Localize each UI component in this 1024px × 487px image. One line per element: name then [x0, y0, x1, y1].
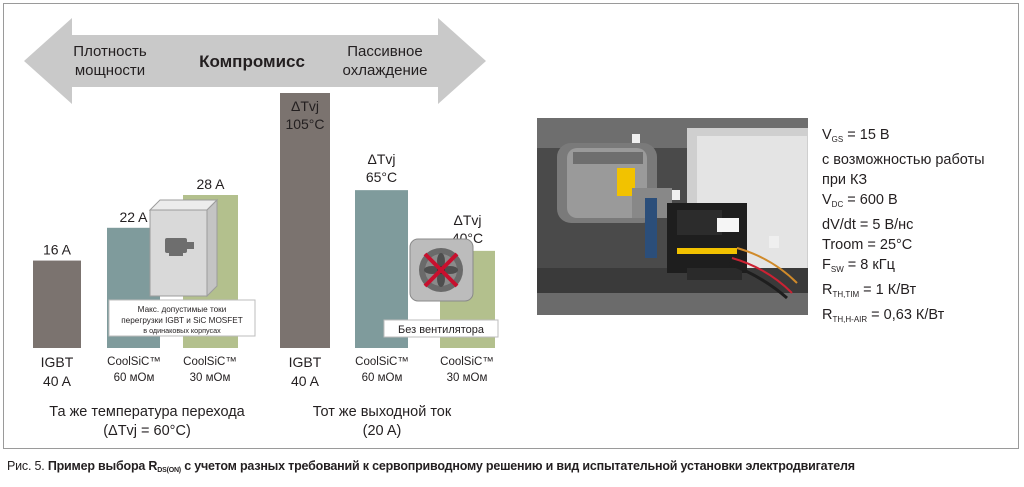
- caption-prefix: Рис. 5.: [7, 459, 48, 473]
- bar-g2-igbt-label-2: 105°C: [285, 116, 324, 132]
- param-vdc-value: = 600 В: [843, 192, 898, 208]
- motor-icon: [165, 238, 194, 256]
- arrow-right-label-1: Пассивное: [347, 43, 422, 60]
- g1-coolsic-30-name-1: CoolSiC™: [183, 356, 237, 368]
- bar-g1-coolsic-30-value: 28 A: [196, 176, 225, 192]
- group2-caption-2: (20 A): [363, 423, 402, 439]
- param-vgs: VGS = 15 В: [822, 125, 1012, 150]
- bar-g2-igbt-label-1: ΔTvj: [291, 98, 319, 114]
- param-vdc-symbol: V: [822, 192, 832, 208]
- g1-igbt-name-1: IGBT: [41, 354, 74, 370]
- bar-g1-igbt-value: 16 A: [43, 242, 72, 258]
- g1-igbt-name-2: 40 A: [43, 373, 72, 389]
- g2-coolsic-30-name-2: 30 мОм: [447, 372, 488, 384]
- param-fsw-sub: SW: [830, 265, 844, 274]
- param-vdc: VDC = 600 В: [822, 190, 1012, 215]
- param-troom: Troom = 25°C: [822, 237, 913, 253]
- param-rth-tim-sub: TH,TIM: [832, 290, 860, 299]
- param-fsw-value: = 8 кГц: [843, 257, 895, 273]
- param-sc-2: при КЗ: [822, 172, 868, 188]
- param-rth-air-symbol: R: [822, 307, 833, 323]
- bar-g2-coolsic-60-label-2: 65°C: [366, 169, 397, 185]
- fan-crossed-icon: [419, 248, 463, 292]
- group2-caption-1: Тот же выходной ток: [313, 404, 452, 420]
- figure-caption: Рис. 5. Пример выбора RDS(ON) с учетом р…: [7, 459, 1017, 474]
- caption-bold-1: Пример выбора R: [47, 459, 158, 473]
- bar-g2-igbt: [280, 93, 330, 348]
- g2-igbt-name-1: IGBT: [289, 354, 322, 370]
- caption-bold-2: с учетом разных требований к сервопривод…: [180, 459, 855, 473]
- g2-coolsic-30-name-1: CoolSiC™: [440, 356, 494, 368]
- callout-note-1: Макс. допустимые токи: [138, 305, 227, 314]
- param-rth-tim-symbol: R: [822, 282, 833, 298]
- g2-igbt-name-2: 40 A: [291, 373, 320, 389]
- motor-test-setup-photo: [537, 118, 808, 315]
- param-vgs-symbol: V: [822, 127, 832, 143]
- param-vgs-sub: GS: [831, 135, 844, 144]
- g1-coolsic-60-name-2: 60 мОм: [114, 372, 155, 384]
- callout-note-3: в одинаковых корпусах: [143, 326, 221, 335]
- g1-coolsic-30-name-2: 30 мОм: [190, 372, 231, 384]
- g1-coolsic-60-name-1: CoolSiC™: [107, 356, 161, 368]
- compromise-arrow: [24, 18, 486, 104]
- bar-g1-coolsic-60-value: 22 A: [119, 209, 148, 225]
- param-dvdt: dV/dt = 5 В/нс: [822, 217, 914, 233]
- module-callout: Макс. допустимые токи перегрузки IGBT и …: [108, 198, 256, 337]
- arrow-center-label: Компромисс: [199, 52, 305, 71]
- g2-coolsic-60-name-1: CoolSiC™: [355, 356, 409, 368]
- param-rth-air-value: = 0,63 К/Вт: [867, 307, 945, 323]
- bar-g1-igbt: [33, 260, 81, 348]
- param-sc-1: с возможностью работы: [822, 152, 985, 168]
- callout-note-2: перегрузки IGBT и SiC MOSFET: [121, 316, 242, 325]
- g2-coolsic-60-name-2: 60 мОм: [362, 372, 403, 384]
- param-rth-tim: RTH,TIM = 1 К/Вт: [822, 280, 1012, 305]
- param-fsw-symbol: F: [822, 257, 831, 273]
- caption-bold-sub: DS(ON): [157, 467, 181, 474]
- test-parameters: VGS = 15 В с возможностью работы при КЗ …: [822, 125, 1012, 330]
- bar-g2-coolsic-60-label-1: ΔTvj: [367, 151, 395, 167]
- photo-drawing: [537, 118, 808, 315]
- no-fan-label: Без вентилятора: [398, 324, 485, 336]
- param-vgs-value: = 15 В: [843, 127, 890, 143]
- group1-caption-2: (ΔTvj = 60°C): [103, 423, 191, 439]
- param-rth-air: RTH,H-AIR = 0,63 К/Вт: [822, 305, 1012, 330]
- arrow-left-label-2: мощности: [75, 62, 145, 79]
- param-fsw: FSW = 8 кГц: [822, 255, 1012, 280]
- param-rth-air-sub: TH,H-AIR: [832, 315, 868, 324]
- arrow-left-label-1: Плотность: [73, 43, 147, 60]
- no-fan-callout: Без вентилятора: [383, 238, 499, 338]
- param-rth-tim-value: = 1 К/Вт: [859, 282, 917, 298]
- group2-bars: [280, 93, 495, 348]
- param-vdc-sub: DC: [831, 200, 844, 209]
- arrow-right-label-2: охлаждение: [343, 62, 428, 79]
- bar-g2-coolsic-30-label-1: ΔTvj: [453, 212, 481, 228]
- group1-caption-1: Та же температура перехода: [49, 404, 245, 420]
